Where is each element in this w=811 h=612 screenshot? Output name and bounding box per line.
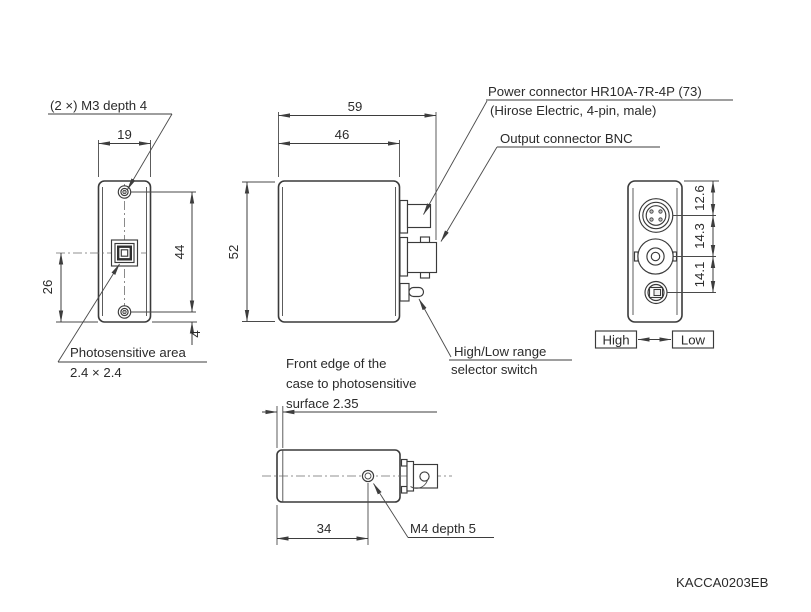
m4-hole [361, 469, 375, 483]
dim-46-text: 46 [335, 127, 350, 142]
sensor-note-line1: Photosensitive area [70, 345, 186, 360]
dim-4-text: 4 [188, 330, 203, 337]
dim-59-text: 59 [348, 99, 363, 114]
sensor-note: Photosensitive area 2.4 × 2.4 [57, 263, 207, 380]
front-edge-note-line2: case to photosensitive [286, 376, 417, 391]
high-position-box [594, 330, 638, 349]
screw-note: (2 ×) M3 depth 4 [48, 98, 173, 190]
drawing-code: KACCA0203EB [676, 575, 769, 590]
bnc-note-text: Output connector BNC [500, 131, 633, 146]
dim-hole-span: 44 [172, 191, 195, 313]
dim-sensor-position: 26 [40, 252, 98, 323]
switch-note-line1: High/Low range [454, 344, 546, 359]
dim-19-text: 19 [117, 127, 132, 142]
dim-case-depth: 46 [278, 127, 400, 177]
switch-position-legend: High Low [594, 330, 715, 349]
m4-note: M4 depth 5 [373, 483, 494, 538]
side-case-outline [277, 180, 401, 323]
dim-front-width: 19 [98, 127, 151, 177]
screw-note-text: (2 ×) M3 depth 4 [50, 98, 147, 113]
bottom-mounting-hole [117, 305, 132, 319]
switch-note: High/Low range selector switch [418, 298, 572, 377]
dim-26-text: 26 [40, 280, 55, 295]
sensor-note-line2: 2.4 × 2.4 [70, 365, 122, 380]
power-note-line1: Power connector HR10A-7R-4P (73) [488, 84, 702, 99]
dim-hole-position: 34 [276, 483, 369, 545]
power-note-line2: (Hirose Electric, 4-pin, male) [490, 103, 656, 118]
photosensitive-area [110, 239, 139, 267]
switch-note-line2: selector switch [451, 362, 537, 377]
side-view: 59 46 52 Power connector HR10A-7R-4P (73… [226, 84, 733, 377]
dim-overall-depth: 59 [278, 99, 437, 240]
bnc-connector-bottom [400, 458, 439, 494]
front-view: 19 44 4 26 (2 ×) M3 depth 4 Photosensiti… [40, 98, 207, 380]
power-connector-note: Power connector HR10A-7R-4P (73) (Hirose… [423, 84, 733, 215]
dim-connector-spacing: 12.6 14.3 14.1 [692, 180, 716, 293]
low-position-box [671, 330, 715, 349]
dim-44-text: 44 [172, 245, 187, 260]
dim-hole-offset: 4 [152, 321, 203, 345]
dim-height: 52 [226, 181, 275, 322]
range-switch-face [644, 280, 668, 305]
low-label: Low [681, 333, 706, 348]
power-connector-side [399, 199, 432, 234]
front-edge-note: Front edge of the case to photosensitive… [286, 356, 417, 411]
dim-14-1-text: 14.1 [692, 262, 707, 288]
dim-14-3-text: 14.3 [692, 223, 707, 249]
dim-front-edge-offset [262, 406, 437, 448]
bnc-connector-side [399, 236, 438, 279]
range-switch-side [399, 282, 425, 302]
high-label: High [602, 333, 629, 348]
dim-52-text: 52 [226, 245, 241, 260]
bnc-note: Output connector BNC [440, 131, 660, 242]
dim-12-6-text: 12.6 [692, 185, 707, 211]
bnc-connector-face [633, 238, 678, 275]
power-connector-face [638, 198, 674, 233]
bottom-view: Front edge of the case to photosensitive… [262, 356, 494, 545]
dim-34-text: 34 [317, 521, 332, 536]
m4-note-text: M4 depth 5 [410, 521, 476, 536]
front-edge-note-line3: surface 2.35 [286, 396, 359, 411]
rear-view: 12.6 14.3 14.1 High Low [594, 180, 719, 349]
front-edge-note-line1: Front edge of the [286, 356, 386, 371]
